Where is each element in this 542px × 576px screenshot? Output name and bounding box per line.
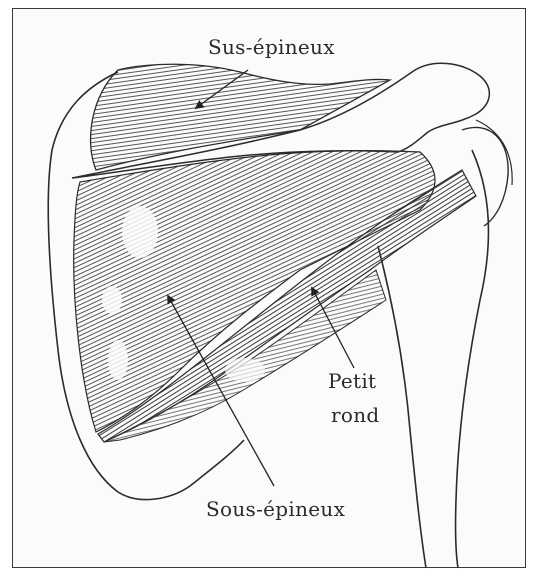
humeral-head (462, 127, 508, 226)
humerus-outline (378, 246, 426, 568)
humerus-outline-inner (456, 150, 489, 568)
label-teres-minor-line2: rond (331, 405, 380, 425)
label-teres-minor-line1: Petit (328, 371, 376, 391)
label-infraspinatus: Sous-épineux (206, 499, 345, 519)
label-supraspinatus: Sus-épineux (208, 37, 335, 57)
